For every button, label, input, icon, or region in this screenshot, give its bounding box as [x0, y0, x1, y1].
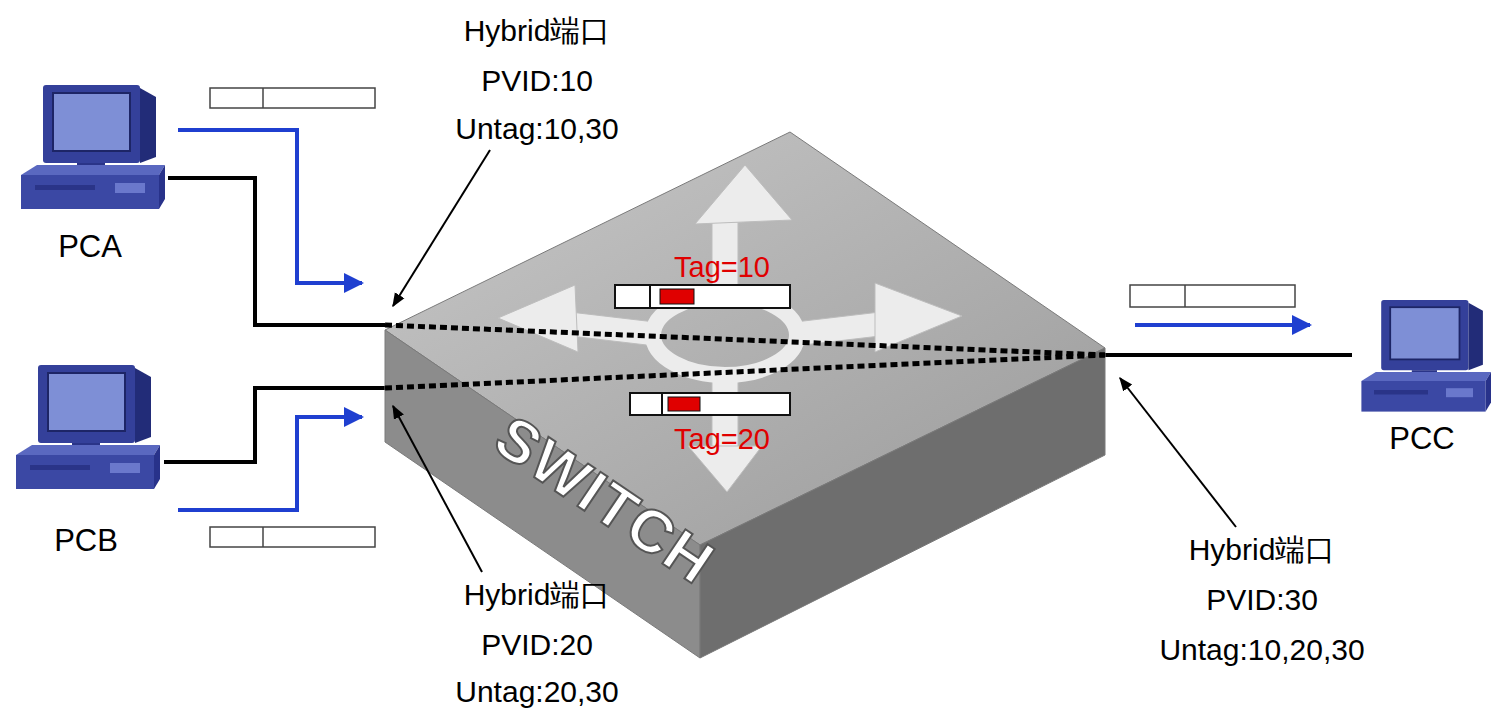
port-callout: Untag:10,20,30 [1159, 633, 1364, 668]
frame-divider [262, 88, 264, 108]
pc-name: PCC [1389, 422, 1454, 456]
frame-divider [262, 527, 264, 547]
switch-arrow [875, 283, 962, 352]
port-callout: Hybrid端口 [464, 14, 611, 49]
forwarding-path [385, 325, 1105, 355]
port-callout: Untag:10,30 [455, 112, 618, 147]
port-callout: PVID:30 [1206, 583, 1318, 618]
frame-divider [661, 393, 663, 415]
leader-line [393, 150, 490, 306]
cable [164, 388, 385, 462]
port-callout: Untag:20,30 [455, 675, 618, 710]
cable [1105, 353, 1352, 357]
frame-box [210, 527, 375, 547]
tag-label: Tag=20 [674, 423, 770, 456]
vlan-tag [660, 289, 694, 304]
vlan-tag [668, 397, 700, 411]
frame-box [210, 88, 375, 108]
tag-label: Tag=10 [674, 251, 770, 284]
pc-node: PCC [1352, 298, 1492, 456]
flow-arrow [178, 417, 362, 510]
cable [168, 178, 385, 325]
port-callout: PVID:10 [481, 64, 593, 99]
switch-arrow [695, 165, 792, 224]
pc-node: PCA [12, 82, 168, 264]
frame-box [1130, 285, 1295, 307]
switch-arrow [570, 312, 655, 346]
tagged-frame [615, 285, 790, 308]
pc-name: PCB [54, 524, 118, 558]
tagged-frame [630, 393, 790, 415]
port-callout: PVID:20 [481, 628, 593, 663]
port-callout: Hybrid端口 [464, 578, 611, 613]
switch-arrow [498, 285, 578, 352]
flow-arrow [1135, 323, 1310, 327]
pc-node: PCB [8, 362, 164, 558]
flow-arrow [178, 130, 362, 283]
pc-icon [16, 365, 160, 489]
leader-line [393, 406, 482, 572]
pc-icon [1361, 300, 1491, 412]
leader-line [1120, 378, 1236, 527]
frame-divider [649, 285, 651, 308]
frame-divider [1184, 285, 1186, 307]
forwarding-path [385, 355, 1105, 388]
port-callout: Hybrid端口 [1189, 533, 1336, 568]
pc-icon [21, 85, 165, 209]
pc-name: PCA [58, 230, 122, 264]
